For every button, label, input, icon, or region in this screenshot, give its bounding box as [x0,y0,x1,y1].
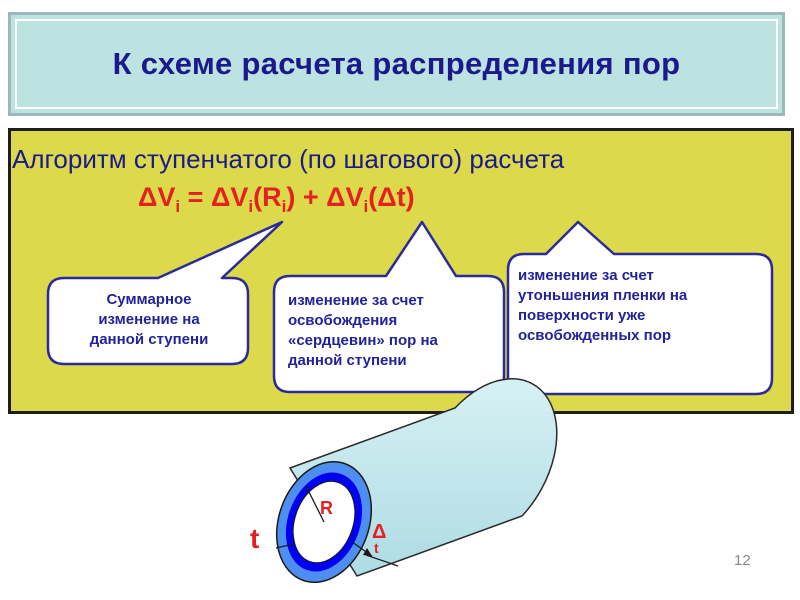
slide-title: К схеме расчета распределения пор [112,46,681,81]
formula-r-open: (R [253,182,282,212]
formula-dv-r: ΔV [210,182,249,212]
callout-core-text: изменение за счет освобождения «сердцеви… [288,291,500,371]
callout-line: освобожденных пор [518,327,672,344]
formula-sub: i [281,197,287,216]
title-inner-frame: К схеме расчета распределения пор [15,19,778,109]
callout-line: Суммарное [106,291,192,308]
radius-line [305,485,325,523]
callout-line: «сердцевин» пор на [288,332,438,349]
callout-line: освобождения [288,312,398,329]
formula: ΔVi = ΔVi(Ri) + ΔVi(Δt) [138,182,415,217]
callout-film-shape [506,220,774,396]
label-wall-thickness: t [250,523,260,554]
callout-film-text: изменение за счет утоньшения пленки на п… [518,266,768,346]
formula-r-close: ) [286,182,296,212]
label-delta-t-letter: t [374,540,379,556]
page-number: 12 [734,552,751,569]
callout-line: данной ступени [288,352,407,369]
callout-total-shape [46,220,284,366]
title-banner: К схеме расчета распределения пор [8,12,785,116]
thickness-arrow-t [275,543,295,549]
callout-total-text: Суммарное изменение на данной ступени [56,290,242,350]
film-thickness-mark [365,554,399,567]
thickness-arrowhead [363,548,372,556]
label-delta-t: Δ t [372,521,387,556]
formula-dv-total: ΔV [138,182,176,212]
formula-sub: i [248,197,254,216]
callout-line: данной ступени [89,331,209,348]
formula-dv-t: ΔV [326,182,364,212]
callout-line: изменение за счет [288,292,424,309]
formula-equals: = [180,182,211,212]
formula-sub: i [363,197,369,216]
formula-dt: (Δt) [368,182,415,212]
label-radius: R [320,498,333,518]
algorithm-heading: Алгоритм ступенчатого (по шагового) расч… [12,144,565,174]
label-delta: Δ [372,521,387,543]
callout-line: изменение на [98,311,200,328]
callout-line: поверхности уже [518,307,646,324]
formula-plus: + [295,182,327,212]
callout-line: утоньшения пленки на [518,287,688,304]
formula-sub: i [175,197,181,216]
callout-line: изменение за счет [518,267,654,284]
